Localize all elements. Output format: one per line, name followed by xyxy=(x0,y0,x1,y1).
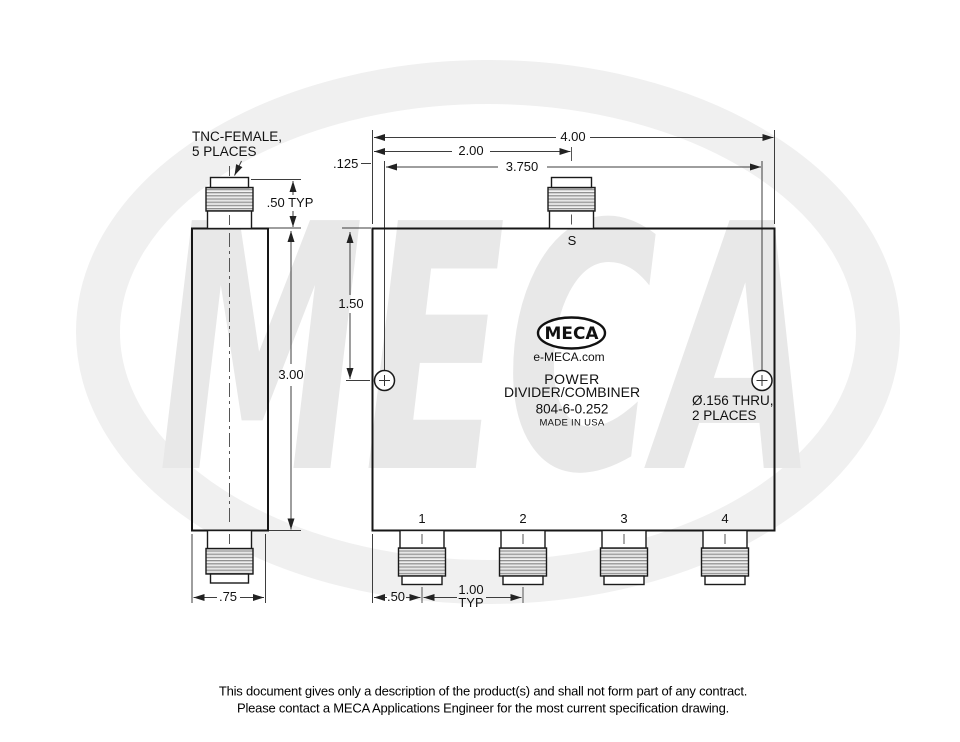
tnc-connector-threads xyxy=(397,547,447,577)
meca-logo-text: MECA xyxy=(545,324,599,343)
tnc-connector-threads xyxy=(700,547,750,577)
model-number: 804-6-0.252 xyxy=(535,401,609,417)
dim-hole-edge-offset: .125 xyxy=(333,156,359,171)
tnc-connector-cap xyxy=(603,575,645,586)
dimension-lines xyxy=(193,134,774,601)
tnc-connector-threads xyxy=(498,547,548,577)
hole-note-line1: Ø.156 THRU, xyxy=(692,393,774,408)
product-title-line2: DIVIDER/COMBINER xyxy=(503,384,641,400)
website-label: e-MECA.com xyxy=(533,350,605,364)
connector-note-line2: 5 PLACES xyxy=(192,144,257,159)
tnc-connector-cap xyxy=(550,176,593,189)
watermark-ellipse xyxy=(76,60,900,604)
tnc-connector-cap xyxy=(401,575,443,586)
footer-disclaimer-line2: Please contact a MECA Applications Engin… xyxy=(236,700,730,716)
port-label-1: 1 xyxy=(418,511,426,526)
hole-note-line2: 2 PLACES xyxy=(692,408,757,423)
dim-port-pitch: 1.00 xyxy=(458,582,484,597)
tnc-connector-cap xyxy=(704,575,746,586)
tnc-connector-cap xyxy=(502,575,544,586)
tnc-connector-cap xyxy=(209,573,250,584)
port-label-input: S xyxy=(567,233,577,248)
dim-body-height: 3.00 xyxy=(278,367,304,382)
origin-label: MADE IN USA xyxy=(539,417,605,429)
extension-lines xyxy=(191,130,775,603)
tnc-connector-cap xyxy=(209,176,250,189)
centerlines xyxy=(229,147,726,603)
hole-note: Ø.156 THRU, 2 PLACES xyxy=(692,393,774,423)
mounting-holes xyxy=(373,369,773,392)
dim-total-width: 4.00 xyxy=(560,129,586,144)
tnc-connector-threads xyxy=(599,547,649,577)
product-title-line1: POWER xyxy=(544,371,600,387)
connector-note: TNC-FEMALE, 5 PLACES xyxy=(192,129,282,159)
dim-input-offset: 2.00 xyxy=(458,143,484,158)
dim-side-depth: .75 xyxy=(218,589,238,604)
dim-port-edge-offset: .50 xyxy=(386,589,406,604)
dim-port-pitch-suffix: TYP xyxy=(458,595,484,610)
meca-logo-ellipse xyxy=(536,316,607,350)
port-label-3: 3 xyxy=(620,511,628,526)
tnc-connector-threads xyxy=(205,186,254,212)
meca-logo: MECA xyxy=(536,316,607,350)
dim-input-to-hole: 1.50 xyxy=(338,296,364,311)
dim-connector-height: .50 TYP xyxy=(266,195,314,210)
port-label-2: 2 xyxy=(519,511,527,526)
connector-note-line1: TNC-FEMALE, xyxy=(192,129,283,144)
tnc-connector-threads xyxy=(205,547,254,575)
footer-disclaimer-line1: This document gives only a description o… xyxy=(218,683,748,699)
tnc-leader-arrow xyxy=(234,160,243,176)
dim-hole-span: 3.750 xyxy=(505,159,539,174)
port-label-4: 4 xyxy=(721,511,729,526)
tnc-connector-threads xyxy=(547,186,596,212)
